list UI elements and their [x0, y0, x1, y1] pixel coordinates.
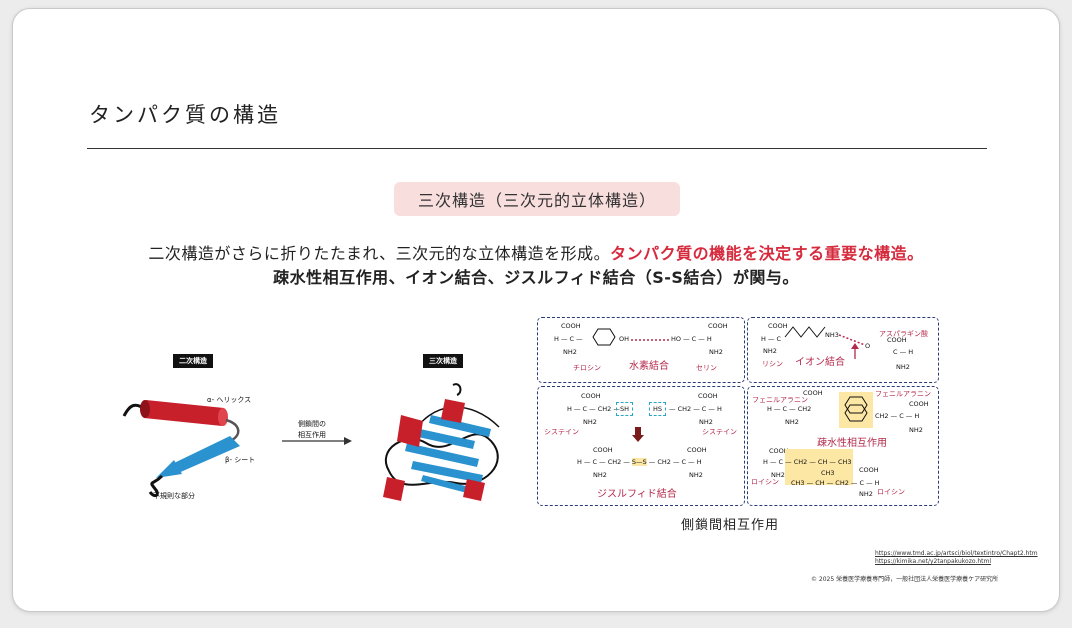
- cysteine2-hs: HS: [649, 402, 667, 416]
- right-arrow-icon: [282, 437, 352, 445]
- reference-url-2[interactable]: https://kimika.net/y2tanpakukozo.html: [875, 558, 991, 565]
- reference-link-2[interactable]: https://kimika.net/y2tanpakukozo.html: [875, 558, 991, 565]
- cysteine2-label: システイン: [702, 428, 737, 436]
- hydrogen-bond-label: 水素結合: [629, 361, 669, 372]
- phe1-label: フェニルアラニン: [752, 396, 808, 404]
- cysteine1-nh2: NH2: [583, 418, 597, 426]
- aspartate-label: アスパラギン酸: [879, 330, 928, 338]
- cysteine2-backbone: — CH2 — C — H: [669, 405, 722, 413]
- leu2-nh2: NH2: [859, 490, 873, 498]
- sheet-label: β- シート: [225, 456, 256, 464]
- cysteine2-cooh: COOH: [698, 392, 718, 400]
- phe2-cooh: COOH: [909, 400, 929, 408]
- figure-caption: 側鎖間相互作用: [681, 518, 780, 533]
- leu1-label: ロイシン: [751, 478, 779, 486]
- leu1-backbone: H — C — CH2 — CH — CH3: [763, 458, 852, 466]
- tertiary-structure-tag: 三次構造: [423, 354, 463, 368]
- leu-ch3-mid: CH3: [821, 469, 835, 477]
- description-highlight: タンパク質の機能を決定する重要な構造。: [610, 244, 924, 263]
- aspartate-cooh: COOH: [887, 336, 907, 344]
- benzene-ring-icon: [592, 328, 616, 346]
- reference-link-1[interactable]: https://www.tmd.ac.jp/artsci/biol/textin…: [875, 550, 1038, 557]
- tyrosine-cooh: COOH: [561, 322, 581, 330]
- cysteine1-sh: SH: [616, 402, 634, 416]
- irregular-region-label: 不規則な部分: [153, 492, 195, 500]
- title-divider: [87, 148, 987, 149]
- cysteine1-label: システイン: [544, 428, 579, 436]
- lysine-cooh: COOH: [768, 322, 788, 330]
- phe2-backbone: CH2 — C — H: [875, 412, 920, 420]
- disulfide-bond-label: ジスルフィド結合: [597, 489, 677, 500]
- lysine-nh2: NH2: [763, 347, 777, 355]
- slide: タンパク質の構造 三次構造（三次元的立体構造） 二次構造がさらに折りたたまれ、三…: [12, 8, 1060, 612]
- leu2-chain: CH3 — CH — CH2 — C — H: [791, 479, 880, 487]
- tyrosine-label: チロシン: [573, 364, 601, 372]
- cystine2-nh2: NH2: [689, 471, 703, 479]
- aromatic-highlight: [839, 392, 873, 428]
- ionic-bond-dots: [839, 334, 866, 346]
- hydrophobic-label: 疎水性相互作用: [817, 438, 887, 449]
- serine-backbone: HO — C — H: [671, 335, 712, 343]
- reference-url-1[interactable]: https://www.tmd.ac.jp/artsci/biol/textin…: [875, 550, 1038, 557]
- section-badge: 三次構造（三次元的立体構造）: [394, 182, 680, 216]
- page-title: タンパク質の構造: [89, 103, 281, 127]
- cysteine1-cooh: COOH: [581, 392, 601, 400]
- lysine-sidechain-icon: [784, 326, 826, 338]
- aspartate-backbone: C — H: [893, 348, 914, 356]
- tertiary-structure-illustration: [383, 383, 500, 501]
- hydrophobic-interaction-panel: [747, 386, 939, 506]
- lysine-nh3: NH3: [825, 331, 839, 339]
- description-plain: 二次構造がさらに折りたたまれ、三次元的な立体構造を形成。: [148, 244, 611, 263]
- cystine-chain: H — C — CH2 — S—S — CH2 — C — H: [577, 458, 702, 466]
- description-line-1: 二次構造がさらに折りたたまれ、三次元的な立体構造を形成。タンパク質の機能を決定す…: [13, 240, 1059, 264]
- copyright-notice: © 2025 栄養医学療養専門師，一般社団法人栄養医学療養ケア研究所: [811, 576, 999, 583]
- serine-label: セリン: [696, 364, 717, 372]
- aspartate-nh2: NH2: [896, 363, 910, 371]
- ionic-arrow-icon: [851, 343, 859, 359]
- ionic-bond-panel: [747, 317, 939, 383]
- leu2-label: ロイシン: [877, 488, 905, 496]
- phe2-nh2: NH2: [909, 426, 923, 434]
- arrow-label-line1: 側鎖間の: [298, 420, 326, 428]
- hydrogen-bond-panel: [537, 317, 745, 383]
- serine-cooh: COOH: [708, 322, 728, 330]
- cystine1-nh2: NH2: [593, 471, 607, 479]
- aliphatic-highlight: [785, 449, 853, 485]
- disulfide-highlight: S—S: [631, 458, 647, 466]
- tyrosine-nh2: NH2: [563, 348, 577, 356]
- leu2-cooh: COOH: [859, 466, 879, 474]
- lysine-label: リシン: [762, 360, 783, 368]
- ionic-bond-label: イオン結合: [795, 357, 845, 368]
- stacked-benzene-icon: [844, 396, 868, 422]
- phe1-cooh: COOH: [803, 389, 823, 397]
- arrow-label-line2: 相互作用: [298, 431, 326, 439]
- secondary-structure-illustration: [122, 400, 240, 498]
- cysteine2-nh2: NH2: [699, 418, 713, 426]
- disulfide-bond-panel: [537, 386, 745, 506]
- helix-label: α- ヘリックス: [207, 396, 252, 404]
- leu1-cooh: COOH: [769, 447, 789, 455]
- cystine2-cooh: COOH: [687, 446, 707, 454]
- phe1-backbone: H — C — CH2: [767, 405, 812, 413]
- cystine1-cooh: COOH: [593, 446, 613, 454]
- phe2-label: フェニルアラニン: [875, 390, 931, 398]
- tyrosine-oh: OH: [619, 335, 630, 343]
- hydrogen-bond-dots: [631, 339, 669, 341]
- serine-nh2: NH2: [709, 348, 723, 356]
- cysteine1-backbone: H — C — CH2 —: [567, 405, 620, 413]
- down-arrow-icon: [632, 427, 644, 442]
- lysine-backbone: H — C: [761, 335, 782, 343]
- description-line-2: 疎水性相互作用、イオン結合、ジスルフィド結合（S-S結合）が関与。: [273, 268, 799, 287]
- phe1-nh2: NH2: [785, 418, 799, 426]
- leu1-nh2: NH2: [771, 471, 785, 479]
- aspartate-o: O: [865, 342, 871, 350]
- tyrosine-backbone: H — C —: [554, 335, 583, 343]
- secondary-structure-tag: 二次構造: [173, 354, 213, 368]
